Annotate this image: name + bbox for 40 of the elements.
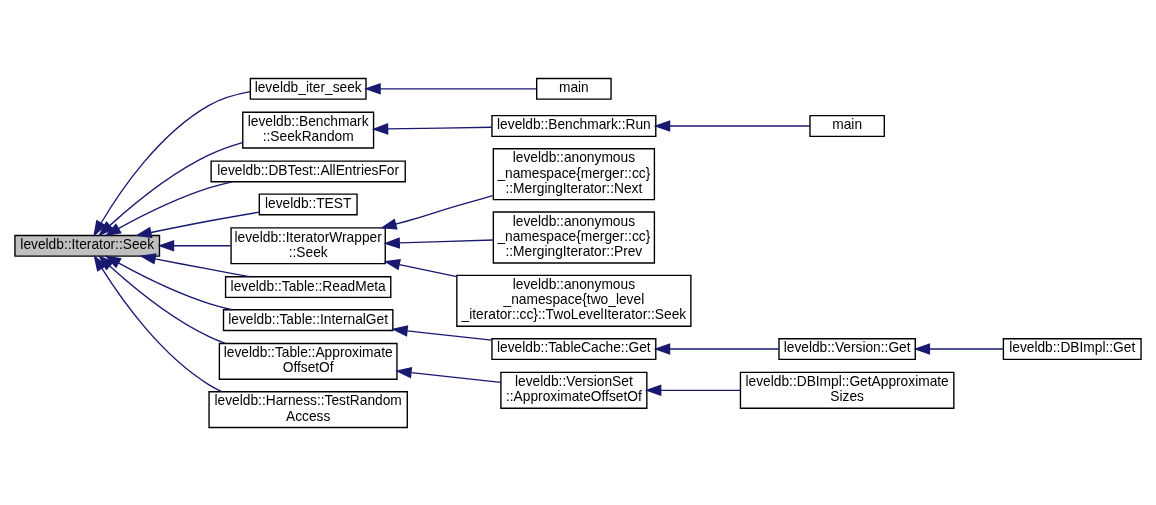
arrow	[364, 82, 538, 95]
arrow	[93, 90, 251, 237]
node-box: leveldb::DBImpl::GetApproximate Sizes	[739, 371, 955, 409]
arrow	[653, 119, 811, 132]
arrow	[98, 141, 244, 236]
arrow	[135, 211, 260, 238]
arrow	[380, 194, 494, 230]
node-box: leveldb::Table::InternalGet	[222, 308, 394, 331]
arrow	[93, 254, 223, 392]
node-box: leveldb::Table::Approximate OffsetOf	[218, 342, 398, 380]
node-box: leveldb::Harness::TestRandom Access	[208, 390, 408, 428]
arrow	[98, 254, 227, 344]
arrow	[395, 366, 502, 383]
arrow	[104, 180, 233, 236]
node-box: leveldb::Benchmark::Run	[491, 114, 657, 137]
node-box: leveldb::anonymous _namespace{merger::cc} ::MergingIterator::Next	[492, 147, 656, 200]
node-box: leveldb::Iterator::Seek	[14, 234, 161, 257]
arrow	[383, 236, 494, 249]
arrow	[104, 254, 233, 310]
node-box: leveldb::anonymous _namespace{merger::cc} ::MergingIterator::Prev	[492, 210, 656, 264]
node-box: leveldb_iter_seek	[249, 77, 367, 100]
node-box: leveldb::TableCache::Get	[491, 337, 657, 360]
arrow	[913, 342, 1004, 355]
node-box: leveldb::Benchmark ::SeekRandom	[242, 111, 375, 149]
node-box: leveldb::DBTest::AllEntriesFor	[210, 159, 406, 182]
node-box: leveldb::Table::ReadMeta	[224, 275, 392, 298]
node-box: main	[536, 77, 612, 100]
arrow	[157, 239, 232, 252]
node-box: leveldb::anonymous _namespace{two_level _iterator::cc}::TwoLevelIterator::Seek	[456, 274, 692, 327]
node-box: leveldb::IteratorWrapper ::Seek	[230, 226, 386, 264]
arrow	[383, 258, 458, 277]
arrow	[371, 122, 493, 135]
arrow	[391, 324, 493, 341]
arrow	[644, 384, 742, 396]
arrow	[653, 342, 780, 355]
node-box: main	[809, 114, 885, 137]
node-box: leveldb::Version::Get	[778, 337, 916, 360]
node-box: leveldb::TEST	[258, 192, 358, 215]
node-box: leveldb::DBImpl::Get	[1002, 337, 1142, 360]
node-box: leveldb::VersionSet ::ApproximateOffsetOf	[500, 371, 648, 409]
